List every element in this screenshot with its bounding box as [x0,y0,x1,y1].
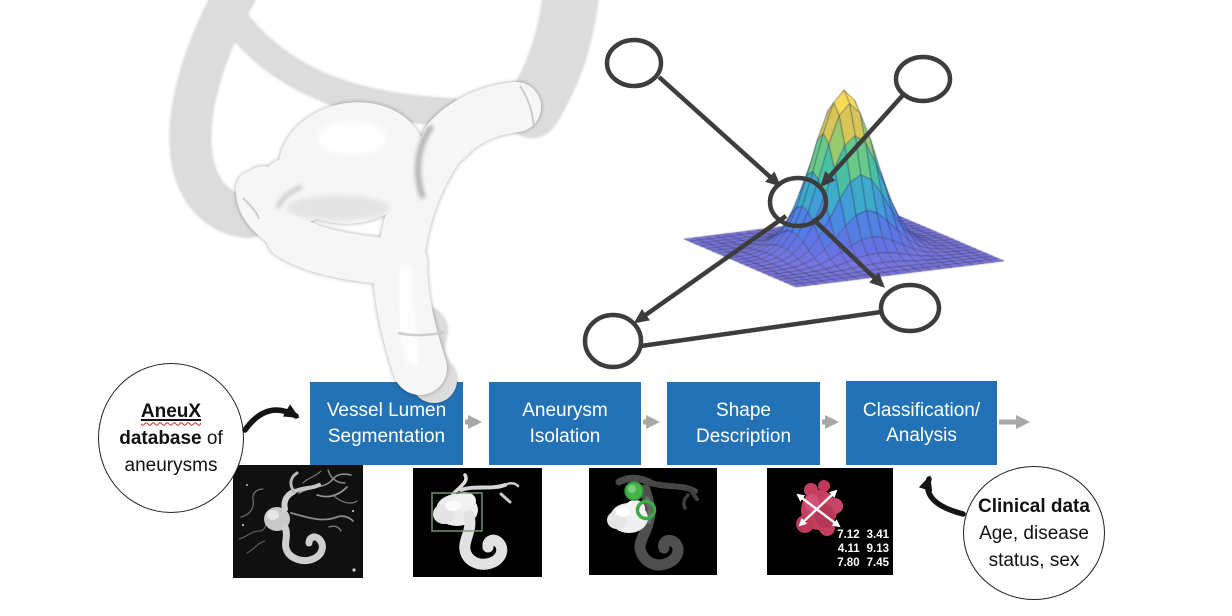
metric-value: 7.45 [866,557,889,569]
bubble-title: AneuX [140,400,202,422]
step-label-line1: Vessel Lumen [326,400,447,421]
measurement-arrows [796,489,841,528]
bubble-line2: Age, disease [979,522,1089,544]
metric-value: 7.80 [837,557,860,569]
metric-value: 3.41 [866,529,889,541]
bubble-line2: database of [119,427,223,449]
aneurysm-dome [278,102,426,224]
segmented-vessel-illustration [431,473,520,570]
aneurysm-bounding-box [431,492,483,532]
shape-metrics-thumbnail: 7.12 3.41 4.11 9.13 7.80 7.45 [767,468,893,575]
clinical-data-bubble: Clinical data Age, disease status, sex [963,466,1105,600]
gaussian-surface-plot [600,30,1040,330]
shape-metrics-values: 7.12 3.41 4.11 9.13 7.80 7.45 [830,528,889,570]
arrow-clinical-to-pipeline [918,475,966,517]
step-label-line2: Segmentation [327,425,446,447]
bubble-line3: aneurysms [124,454,218,476]
pipeline-step-aneurysm-isolation: Aneurysm Isolation [489,382,641,465]
shape-descriptor-illustration [796,480,843,536]
segmentation-thumbnail [413,468,542,577]
aneurysm-isolation-illustration [607,474,699,571]
angiogram-thumbnail [233,465,363,578]
step-label-line2: Isolation [529,425,601,447]
step-label-line2: Description [695,425,792,447]
vessel-shading [242,85,535,366]
angiogram-illustration [238,469,358,572]
bubble-line3: status, sex [988,549,1080,571]
pipeline-step-vessel-lumen-segmentation: Vessel Lumen Segmentation [310,382,463,465]
vessel-white-segment [236,82,541,395]
step-label-line1: Classification/ [862,399,981,421]
pipeline-step-shape-description: Shape Description [667,382,820,465]
vessel-3d-render [170,0,598,403]
metric-value: 7.12 [837,529,860,541]
bubble-title: Clinical data [978,495,1090,517]
neck-marker-ring [635,499,657,521]
step-label-line1: Shape [716,400,771,421]
metric-value: 4.11 [837,543,860,555]
arrow-database-to-pipeline [242,404,300,433]
step-label-line1: Aneurysm [522,400,608,421]
step-label-line2: Analysis [886,425,957,446]
aneux-database-bubble: AneuX database of aneurysms [98,363,244,513]
metric-value: 9.13 [866,543,889,555]
pipeline-step-classification-analysis: Classification/ Analysis [846,381,997,465]
isolation-thumbnail [589,468,717,575]
vessel-gray-loop [170,0,598,403]
